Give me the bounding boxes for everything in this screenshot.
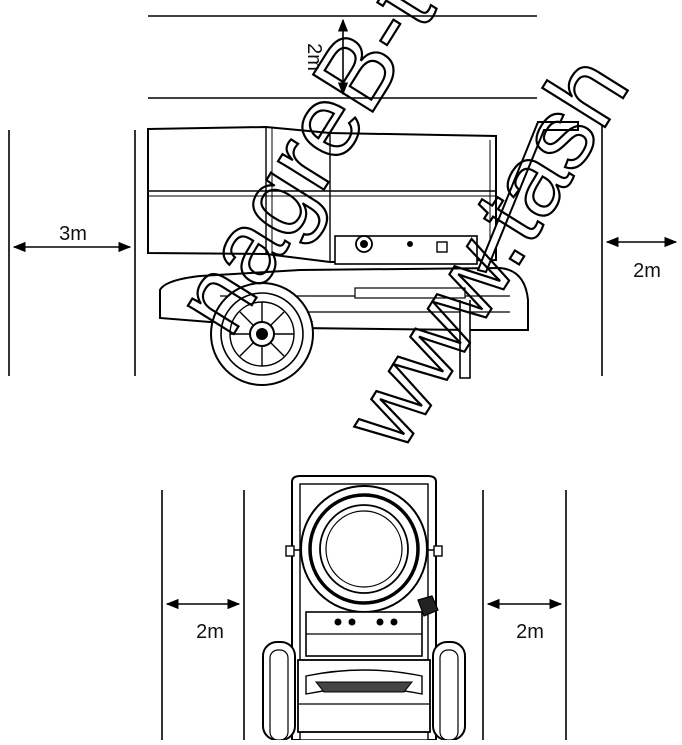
top-clearance-label: 2m [303, 43, 325, 71]
handle [476, 121, 579, 274]
heater-side-view [147, 121, 579, 386]
wheel-spokes [230, 302, 294, 366]
right-clearance-label: 2m [633, 260, 661, 282]
heater-front-view [262, 475, 466, 741]
top-clearance-guides [148, 15, 537, 99]
bottom-right-clearance-label: 2m [516, 621, 544, 643]
switch [436, 241, 448, 253]
left-clearance-label: 3m [59, 223, 87, 245]
bottom-left-clearance-label: 2m [196, 621, 224, 643]
bottom-clearance-guides [161, 490, 567, 740]
control-box [417, 595, 439, 617]
side-clearance-guides [8, 125, 678, 376]
heater-body [147, 125, 497, 264]
